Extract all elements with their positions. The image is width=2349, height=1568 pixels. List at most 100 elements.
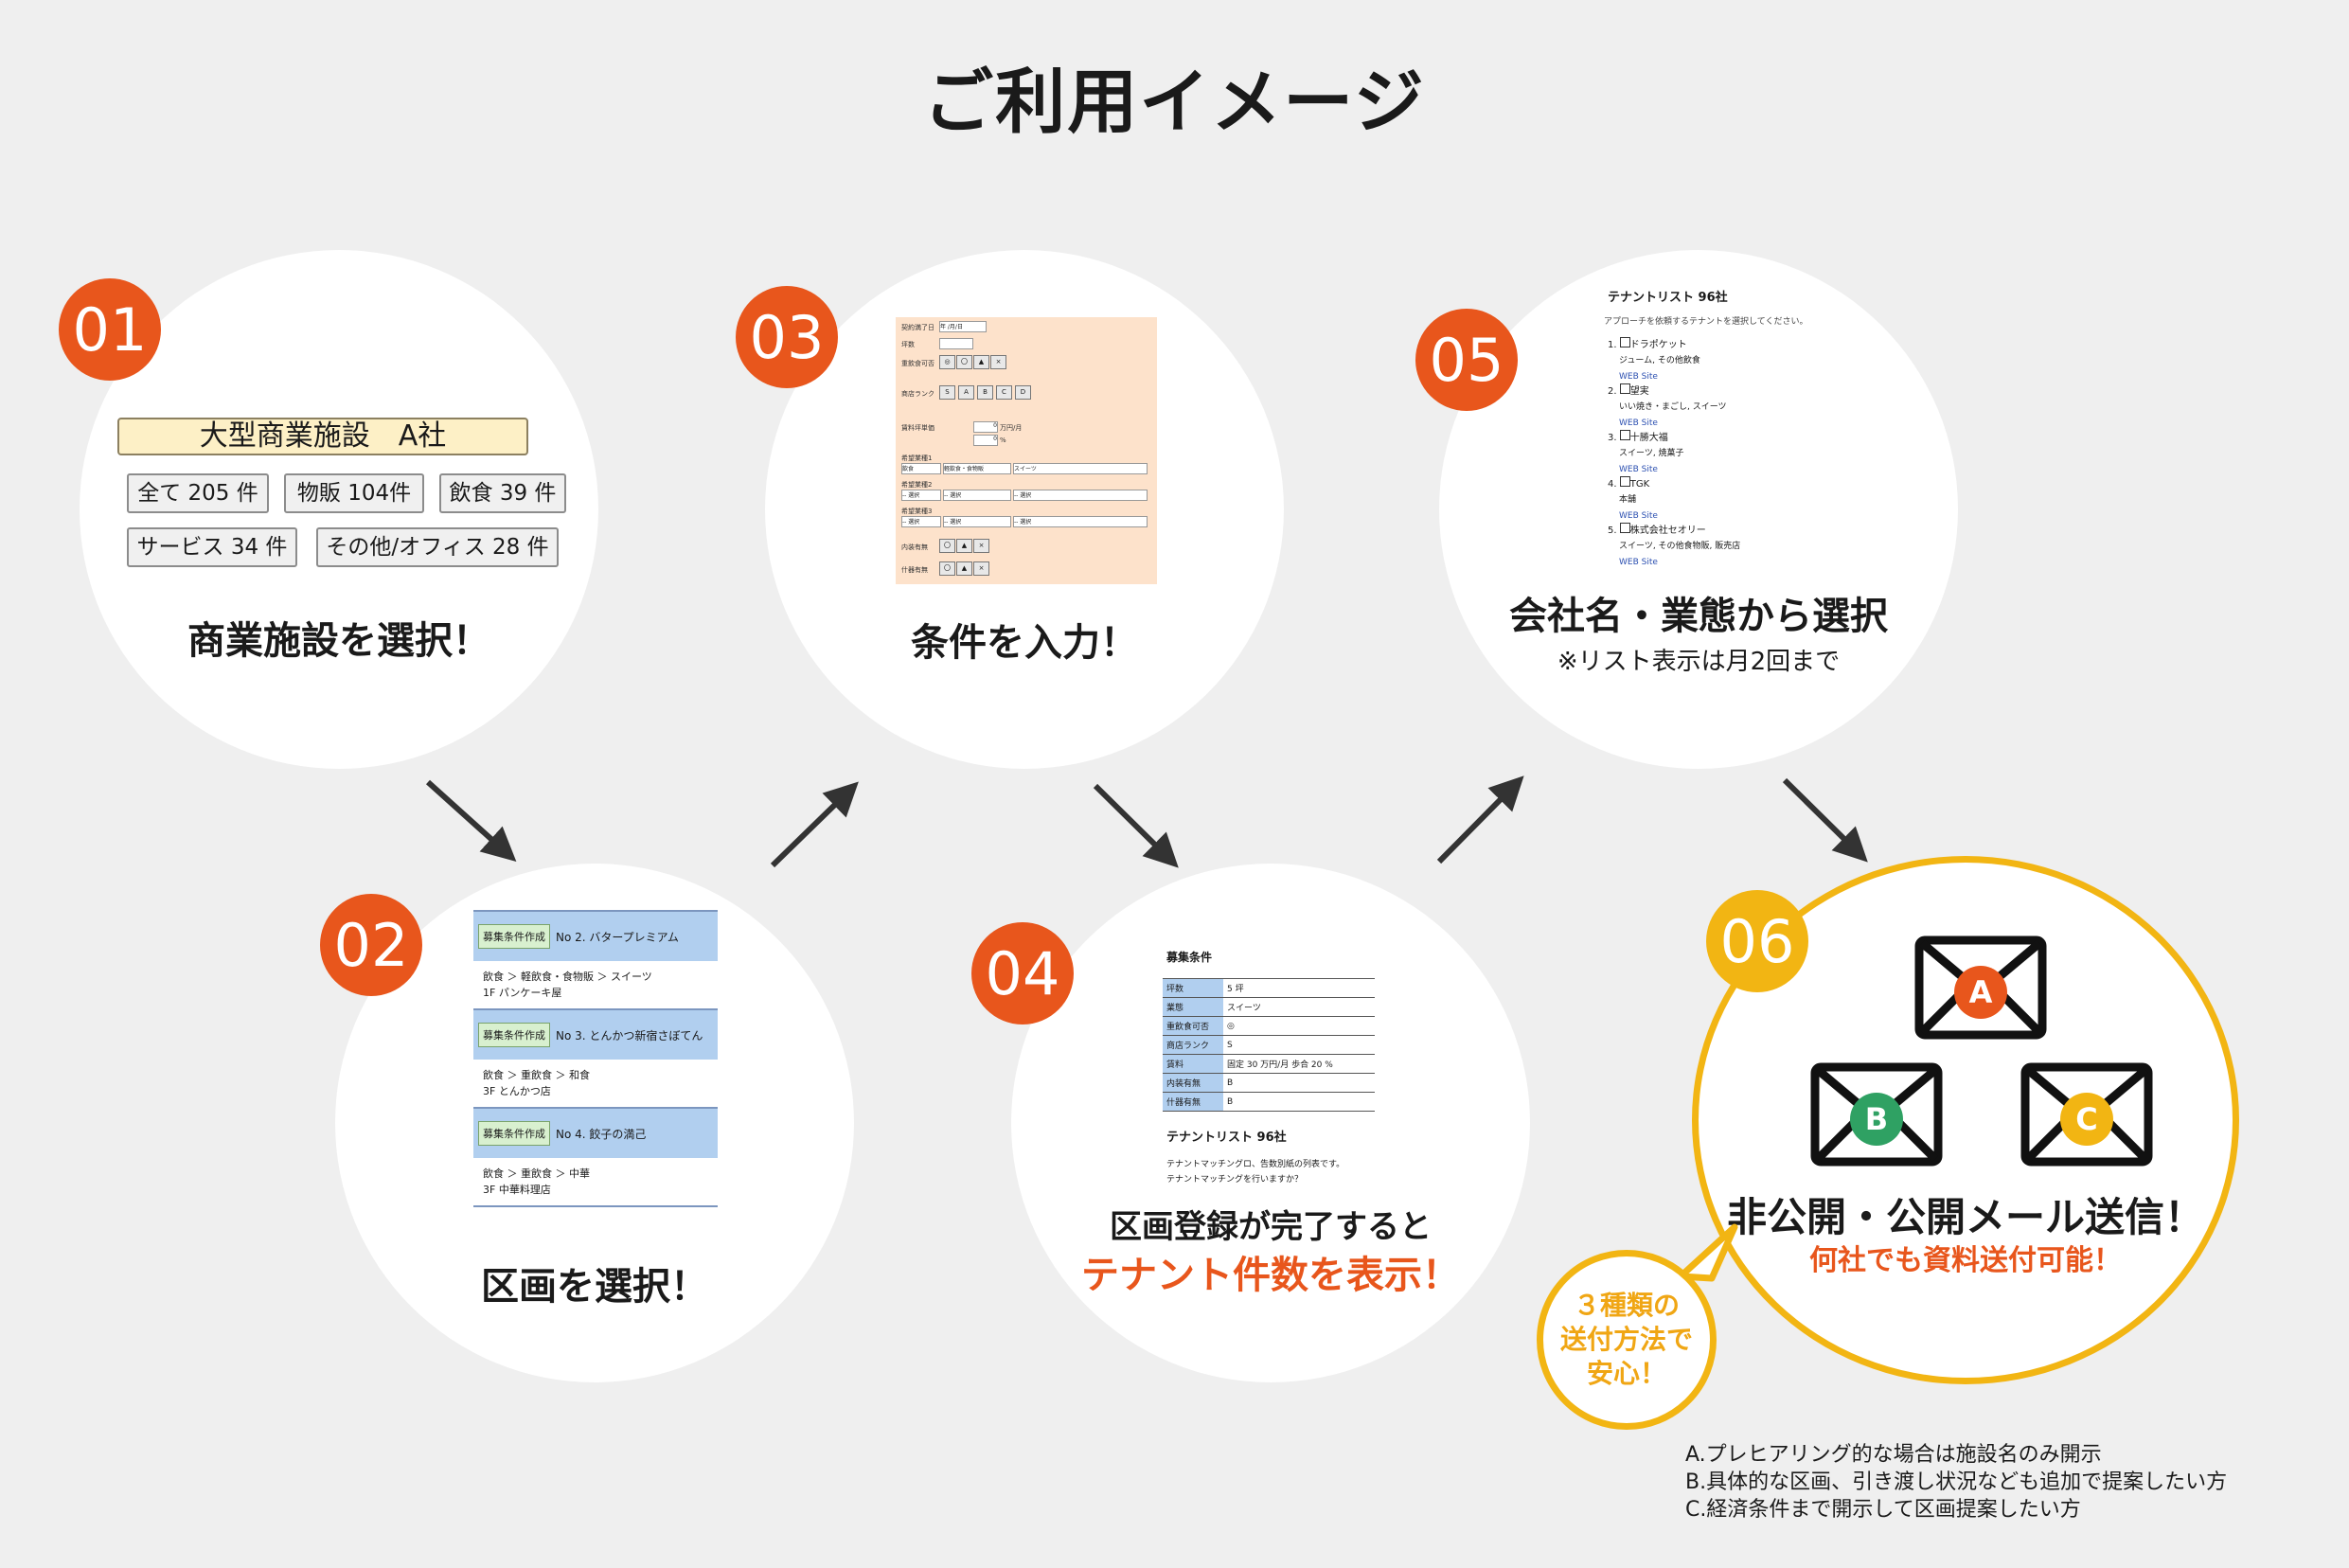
- checkbox[interactable]: [1619, 383, 1630, 394]
- mark-cross[interactable]: ×: [990, 355, 1006, 369]
- table-value: スイーツ: [1223, 997, 1375, 1017]
- tenant-name: ドラポケット: [1629, 340, 1687, 350]
- table-value: 5 坪: [1223, 978, 1375, 998]
- tenant-web-link[interactable]: WEB Site: [1619, 558, 1658, 567]
- date-input[interactable]: 年 /月/日: [939, 321, 987, 332]
- rank-b[interactable]: B: [977, 385, 993, 400]
- step1-caption: 商業施設を選択！: [187, 619, 490, 663]
- step4-number: 04: [971, 922, 1074, 1025]
- create-conditions-button[interactable]: 募集条件作成: [478, 1023, 550, 1047]
- category-chip-service[interactable]: サービス 34 件: [127, 527, 297, 567]
- bubble-line3: 安心！: [1586, 1358, 1666, 1389]
- category-chip-other[interactable]: その他/オフィス 28 件: [316, 527, 559, 567]
- tenant-web-link[interactable]: WEB Site: [1619, 372, 1658, 382]
- tenant-item: 1. ドラポケット ジューム, その他飲食 WEB Site: [1608, 337, 1700, 385]
- table-key: 内装有無: [1163, 1073, 1223, 1093]
- percent-input[interactable]: 0: [973, 435, 998, 446]
- step5-caption: 会社名・業態から選択: [1509, 595, 1888, 638]
- mark-double-circle[interactable]: ◎: [939, 355, 955, 369]
- tenant-desc: ジューム, その他飲食: [1619, 356, 1700, 365]
- checkbox[interactable]: [1619, 337, 1630, 347]
- table-key: 賃料: [1163, 1054, 1223, 1074]
- type2-select-a[interactable]: -- 選択: [901, 490, 941, 501]
- label-type2: 希望業種2: [901, 481, 933, 489]
- mark-triangle[interactable]: ▲: [973, 355, 989, 369]
- unit-category: 飲食 ＞ 重飲食 ＞ 中華: [483, 1167, 590, 1180]
- facility-button[interactable]: 大型商業施設 A社: [117, 418, 528, 455]
- type2-select-b[interactable]: -- 選択: [943, 490, 1011, 501]
- type2-select-c[interactable]: -- 選択: [1013, 490, 1148, 501]
- unit-category: 飲食 ＞ 軽飲食・食物販 ＞ スイーツ: [483, 971, 652, 983]
- rank-s[interactable]: S: [939, 385, 955, 400]
- type3-select-b[interactable]: -- 選択: [943, 516, 1011, 527]
- unit-row-body: 飲食 ＞ 重飲食 ＞ 和食 3F とんかつ店: [473, 1060, 718, 1107]
- tenant-web-link[interactable]: WEB Site: [1619, 511, 1658, 521]
- table-key: 什器有無: [1163, 1092, 1223, 1112]
- checkbox[interactable]: [1619, 523, 1630, 533]
- rank-c[interactable]: C: [996, 385, 1012, 400]
- type1-select-c[interactable]: スイーツ: [1013, 463, 1148, 474]
- tenant-number: 1.: [1608, 340, 1617, 350]
- label-type3: 希望業種3: [901, 508, 933, 515]
- mark-circle[interactable]: 〇: [956, 355, 972, 369]
- bubble-line2: 送付方法で: [1559, 1324, 1693, 1355]
- category-chip-retail[interactable]: 物販 104件: [284, 473, 424, 513]
- category-chip-food[interactable]: 飲食 39 件: [439, 473, 566, 513]
- fixtures-cross[interactable]: ×: [973, 561, 989, 576]
- step2-caption: 区画を選択！: [481, 1265, 708, 1309]
- table-key: 重飲食可否: [1163, 1016, 1223, 1036]
- tenant-name: 十勝大福: [1629, 433, 1668, 443]
- envelope-label-c: C: [2075, 1101, 2097, 1137]
- interior-circle[interactable]: 〇: [939, 539, 955, 553]
- rent-input[interactable]: 0: [973, 421, 998, 433]
- label-contract-end: 契約満了日: [901, 324, 934, 331]
- fixtures-circle[interactable]: 〇: [939, 561, 955, 576]
- interior-triangle[interactable]: ▲: [956, 539, 972, 553]
- type3-select-a[interactable]: -- 選択: [901, 516, 941, 527]
- tenant-list-title: テナントリスト 96社: [1608, 291, 1728, 305]
- label-interior: 内装有無: [901, 543, 928, 551]
- label-fixtures: 什器有無: [901, 566, 928, 574]
- tenant-web-link[interactable]: WEB Site: [1619, 419, 1658, 428]
- step6-caption: 非公開・公開メール送信！: [1726, 1194, 2204, 1240]
- conditions-form: 契約満了日 年 /月/日 坪数 重飲食可否 ◎ 〇 ▲ × 商店ランク S A …: [896, 317, 1157, 584]
- type1-select-b[interactable]: 軽飲食・食物販: [943, 463, 1011, 474]
- fixtures-triangle[interactable]: ▲: [956, 561, 972, 576]
- label-heavy-food: 重飲食可否: [901, 360, 934, 367]
- unit-row-header: 募集条件作成 No 4. 餃子の満己: [473, 1107, 718, 1158]
- rank-d[interactable]: D: [1015, 385, 1031, 400]
- unit-row-body: 飲食 ＞ 軽飲食・食物販 ＞ スイーツ 1F パンケーキ屋: [473, 961, 718, 1008]
- category-chip-all[interactable]: 全て 205 件: [127, 473, 269, 513]
- step3-number: 03: [736, 286, 838, 388]
- tenant-list-text1: テナントマッチングロ、告数別紙の列表です。: [1166, 1160, 1345, 1169]
- unit-list: 募集条件作成 No 2. バタープレミアム 飲食 ＞ 軽飲食・食物販 ＞ スイー…: [473, 910, 718, 1207]
- page-title: ご利用イメージ: [923, 62, 1426, 143]
- tenant-list-text2: テナントマッチングを行いますか？: [1166, 1175, 1304, 1185]
- create-conditions-button[interactable]: 募集条件作成: [478, 1121, 550, 1146]
- area-input[interactable]: [939, 338, 973, 349]
- table-key: 業態: [1163, 997, 1223, 1017]
- rank-a[interactable]: A: [958, 385, 974, 400]
- interior-cross[interactable]: ×: [973, 539, 989, 553]
- table-key: 坪数: [1163, 978, 1223, 998]
- type1-select-a[interactable]: 飲食: [901, 463, 941, 474]
- tenant-number: 5.: [1608, 526, 1617, 536]
- checkbox[interactable]: [1619, 476, 1630, 487]
- table-row: 業態スイーツ: [1163, 997, 1375, 1017]
- method-notes: A.プレヒアリング的な場合は施設名のみ開示 B.具体的な区画、引き渡し状況なども…: [1685, 1441, 2227, 1523]
- create-conditions-button[interactable]: 募集条件作成: [478, 924, 550, 949]
- arrow-1-2: [425, 779, 517, 863]
- unit-floor: 3F 中華料理店: [483, 1184, 551, 1196]
- checkbox[interactable]: [1619, 430, 1630, 440]
- tenant-item: 3. 十勝大福 スイーツ, 焼菓子 WEB Site: [1608, 430, 1684, 478]
- type3-select-c[interactable]: -- 選択: [1013, 516, 1148, 527]
- step6-subcaption: 何社でも資料送付可能！: [1809, 1244, 2122, 1277]
- step4-caption-line1: 区画登録が完了すると: [1110, 1208, 1432, 1246]
- table-row: 重飲食可否◎: [1163, 1016, 1375, 1036]
- tenant-web-link[interactable]: WEB Site: [1619, 465, 1658, 474]
